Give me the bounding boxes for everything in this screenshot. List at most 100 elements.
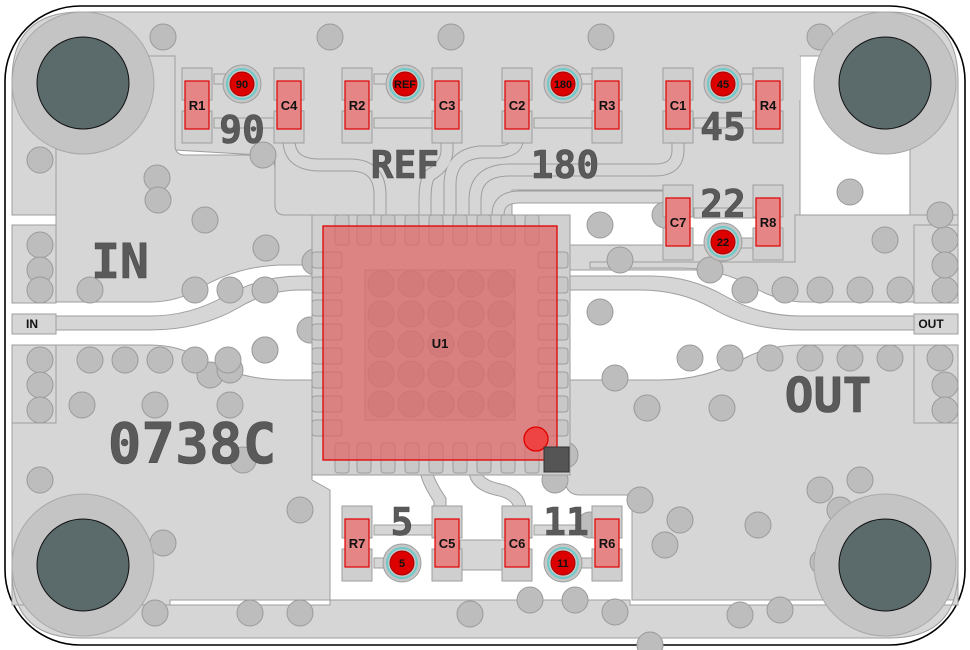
component-body (276, 80, 302, 130)
component-c4[interactable]: C4 (273, 67, 305, 144)
via (696, 256, 724, 284)
component-r1[interactable]: R1 (181, 67, 213, 144)
via (731, 276, 759, 304)
via (144, 186, 172, 214)
via (149, 529, 177, 557)
via (26, 146, 54, 174)
test-point-ref[interactable]: REF (385, 64, 425, 104)
component-refdes: C5 (439, 536, 456, 551)
test-point-label: 90 (236, 79, 248, 91)
test-point-22[interactable]: 22 (703, 222, 743, 262)
via (76, 276, 104, 304)
test-point-45[interactable]: 45 (703, 64, 743, 104)
component-refdes: R3 (599, 98, 616, 113)
via (561, 586, 589, 614)
via (229, 446, 257, 474)
via (633, 394, 661, 422)
output-trace (539, 275, 959, 331)
component-body (665, 197, 691, 247)
via (249, 141, 277, 169)
vias (26, 23, 959, 650)
test-point-5[interactable]: 5 (382, 543, 422, 583)
silk-label-ref: REF (371, 143, 440, 187)
component-c5[interactable]: C5 (431, 505, 463, 582)
component-body (755, 80, 781, 130)
via (587, 23, 615, 51)
component-r8[interactable]: R8 (752, 184, 784, 261)
test-point-label: 5 (399, 558, 405, 570)
via (676, 344, 704, 372)
via (214, 346, 242, 374)
component-body (504, 518, 530, 568)
via (146, 346, 174, 374)
via (871, 226, 899, 254)
component-refdes: R6 (599, 536, 616, 551)
component-r6[interactable]: R6 (591, 505, 623, 582)
via (806, 276, 834, 304)
via (726, 601, 754, 629)
component-c3[interactable]: C3 (431, 67, 463, 144)
via (931, 251, 959, 279)
component-body (344, 518, 370, 568)
via (586, 211, 614, 239)
via (586, 298, 614, 326)
silk-label-90: 90 (219, 108, 265, 152)
via (836, 178, 864, 206)
component-r2[interactable]: R2 (341, 67, 373, 144)
mount-hole-bottom-left (36, 518, 130, 612)
via (846, 276, 874, 304)
component-c1[interactable]: C1 (662, 67, 694, 144)
via (716, 344, 744, 372)
via (216, 391, 244, 419)
via (796, 344, 824, 372)
via (149, 23, 177, 51)
via (191, 206, 219, 234)
edge-label-in: IN (26, 317, 38, 331)
via (931, 371, 959, 399)
via (316, 23, 344, 51)
component-body (434, 80, 460, 130)
test-point-label: 11 (557, 558, 569, 570)
component-c2[interactable]: C2 (501, 67, 533, 144)
via (876, 344, 904, 372)
via (286, 599, 314, 627)
via (26, 466, 54, 494)
via (26, 396, 54, 424)
via (181, 346, 209, 374)
component-r7[interactable]: R7 (341, 505, 373, 582)
component-refdes: R1 (189, 98, 206, 113)
via (744, 511, 772, 539)
component-refdes: R4 (760, 98, 777, 113)
test-point-pad (392, 71, 418, 97)
via (437, 23, 465, 51)
silk-label-22: 22 (700, 182, 746, 226)
component-refdes: C1 (670, 98, 687, 113)
component-c6[interactable]: C6 (501, 505, 533, 582)
via (886, 276, 914, 304)
via (516, 586, 544, 614)
via (931, 276, 959, 304)
component-r3[interactable]: R3 (591, 67, 623, 144)
mount-hole-top-left (36, 36, 130, 130)
mounting-holes (11, 11, 957, 637)
via (766, 596, 794, 624)
test-point-pad (710, 229, 736, 255)
component-c7[interactable]: C7 (662, 184, 694, 261)
via (251, 276, 279, 304)
test-point-11[interactable]: 11 (543, 543, 583, 583)
silk-label-45: 45 (700, 105, 746, 149)
test-point-pad (550, 71, 576, 97)
test-point-pad (710, 71, 736, 97)
pin1-dot (523, 426, 549, 452)
via (251, 336, 279, 364)
test-point-180[interactable]: 180 (543, 64, 583, 104)
component-r4[interactable]: R4 (752, 67, 784, 144)
via (626, 486, 654, 514)
via (836, 344, 864, 372)
test-point-90[interactable]: 90 (222, 64, 262, 104)
via (26, 231, 54, 259)
silk-label-11: 11 (543, 500, 589, 544)
test-point-label: 45 (717, 79, 729, 91)
